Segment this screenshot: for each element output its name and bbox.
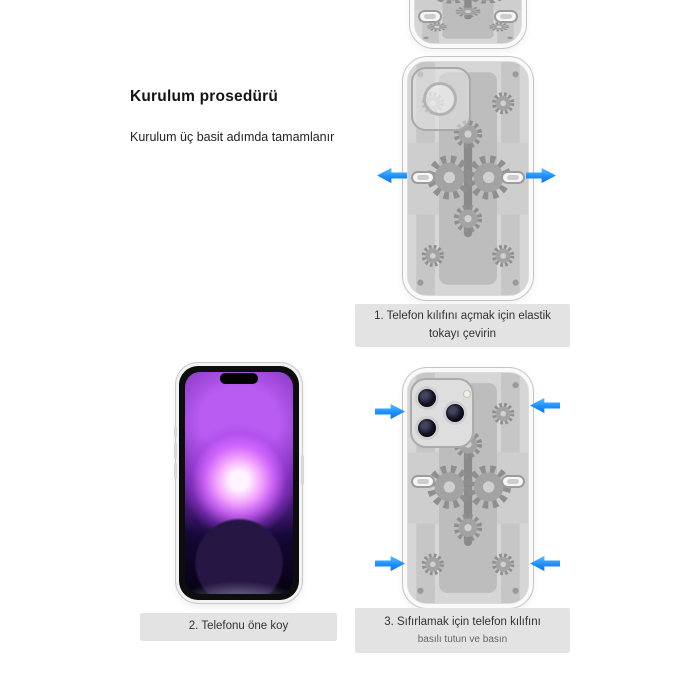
step1-caption-line1: 1. Telefon kılıfını açmak için elastik <box>374 310 551 323</box>
elastic-buckle-left <box>411 475 435 488</box>
step1-caption: 1. Telefon kılıfını açmak için elastik t… <box>355 304 570 347</box>
step1-caption-line2: tokayı çevirin <box>428 327 497 340</box>
power-button <box>301 455 304 485</box>
cropped-case-figure <box>410 0 526 48</box>
case-back-figure-step3 <box>403 368 533 608</box>
camera-lens-icon <box>443 401 467 425</box>
phone-front-figure <box>174 363 304 603</box>
camera-cutout-outline <box>411 67 471 131</box>
step3-caption-line2: basılı tutun ve basın <box>417 633 508 645</box>
step2-caption: 2. Telefonu öne koy <box>140 613 337 641</box>
elastic-buckle-left <box>418 10 442 23</box>
arrow-inward-bottom-left-icon <box>375 555 405 572</box>
elastic-buckle-right <box>501 475 525 488</box>
case-back-figure-step1 <box>403 57 533 300</box>
arrow-inward-bottom-right-icon <box>530 555 560 572</box>
volume-down-button <box>174 463 177 479</box>
volume-up-button <box>174 443 177 459</box>
elastic-buckle-right <box>494 10 518 23</box>
elastic-buckle-left <box>411 171 435 184</box>
step2-caption-line1: 2. Telefonu öne koy <box>188 620 289 633</box>
camera-flash-icon <box>463 390 471 398</box>
camera-ring <box>423 82 457 116</box>
camera-lens-icon <box>415 386 439 410</box>
step3-caption-line1: 3. Sıfırlamak için telefon kılıfını <box>384 616 541 629</box>
mute-switch <box>174 427 177 437</box>
arrow-inward-top-right-icon <box>530 397 560 414</box>
camera-module <box>410 378 474 448</box>
dynamic-island <box>220 373 258 384</box>
camera-lens-icon <box>415 416 439 440</box>
page-subtitle: Kurulum üç basit adımda tamamlanır <box>130 130 335 144</box>
arrow-inward-top-left-icon <box>375 403 405 420</box>
phone-screen-wallpaper <box>185 372 293 594</box>
step3-caption: 3. Sıfırlamak için telefon kılıfını bası… <box>355 608 570 653</box>
page-title: Kurulum prosedürü <box>130 88 279 105</box>
elastic-buckle-right <box>501 171 525 184</box>
phone-bezel <box>179 366 299 600</box>
